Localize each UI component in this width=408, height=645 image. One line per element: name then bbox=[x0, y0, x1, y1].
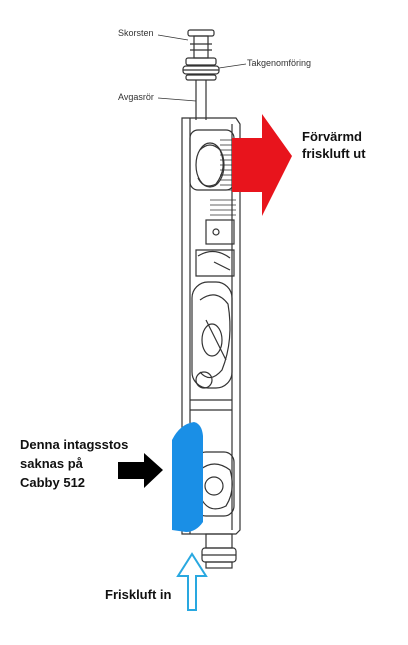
preheated-air-label-line1: Förvärmd bbox=[302, 129, 362, 144]
roof-penetration-leader bbox=[218, 63, 247, 69]
roof-penetration-label: Takgenomföring bbox=[247, 58, 312, 68]
exhaust-pipe bbox=[195, 80, 207, 120]
exhaust-pipe-label: Avgasrör bbox=[118, 92, 154, 102]
chimney-leader bbox=[157, 34, 189, 41]
intake-note-line2: saknas på bbox=[20, 456, 83, 471]
arrow-right-icon bbox=[232, 114, 292, 216]
exhaust-pipe-leader bbox=[157, 97, 197, 102]
arrow-right-icon bbox=[118, 453, 163, 488]
intake-note-line3: Cabby 512 bbox=[20, 475, 86, 490]
chimney-cap bbox=[187, 29, 215, 59]
preheated-air-label-line2: friskluft ut bbox=[302, 146, 366, 161]
chimney-label: Skorsten bbox=[118, 28, 154, 38]
intake-note-line1: Denna intagsstos bbox=[20, 437, 129, 452]
fresh-air-in-label: Friskluft in bbox=[105, 587, 172, 602]
arrow-up-icon bbox=[176, 552, 208, 611]
roof-penetration bbox=[182, 57, 220, 81]
intake-stub-highlight bbox=[172, 422, 203, 532]
